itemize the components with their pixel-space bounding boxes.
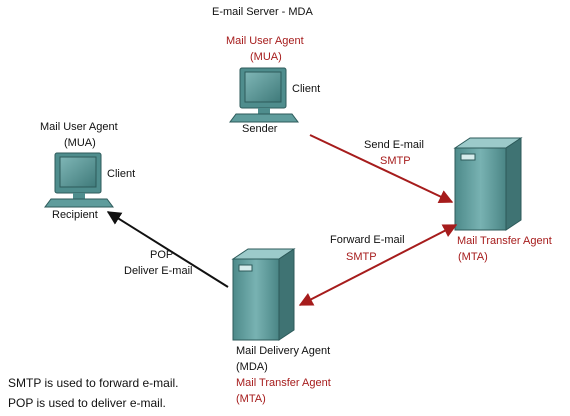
sender-agent-label: Mail User Agent — [226, 35, 304, 47]
sender-role-label: Sender — [242, 123, 278, 135]
deliver-email-arrow — [106, 211, 229, 288]
mda-mta-label: Mail Transfer Agent — [236, 377, 331, 389]
recipient-agent-label: Mail User Agent — [40, 121, 118, 133]
mda-abbr: (MDA) — [236, 361, 268, 373]
forward-email-arrow — [298, 224, 458, 306]
diagram-title: E-mail Server - MDA — [212, 6, 313, 18]
recipient-computer-icon — [44, 152, 114, 208]
recipient-client-label: Client — [107, 168, 136, 180]
mta-label: Mail Transfer Agent — [457, 235, 552, 247]
deliver-protocol-label: POP — [150, 249, 174, 261]
mda-mta-abbr: (MTA) — [236, 393, 266, 405]
recipient-agent-abbr: (MUA) — [64, 137, 96, 149]
deliver-action-label: Deliver E-mail — [124, 265, 193, 277]
smtp-note: SMTP is used to forward e-mail. — [8, 376, 179, 390]
sender-computer-icon — [229, 67, 299, 123]
mda-server-icon — [231, 248, 296, 341]
sender-client-label: Client — [292, 83, 321, 95]
send-protocol-label: SMTP — [380, 155, 411, 167]
mda-label: Mail Delivery Agent — [236, 345, 331, 357]
send-action-label: Send E-mail — [364, 139, 424, 151]
forward-protocol-label: SMTP — [346, 251, 377, 263]
pop-note: POP is used to deliver e-mail. — [8, 396, 166, 410]
recipient-role-label: Recipient — [52, 209, 98, 221]
mta-abbr: (MTA) — [458, 251, 488, 263]
send-email-arrow — [309, 134, 454, 203]
sender-agent-abbr: (MUA) — [250, 51, 282, 63]
mta-server-icon — [453, 137, 523, 231]
forward-action-label: Forward E-mail — [330, 234, 405, 246]
